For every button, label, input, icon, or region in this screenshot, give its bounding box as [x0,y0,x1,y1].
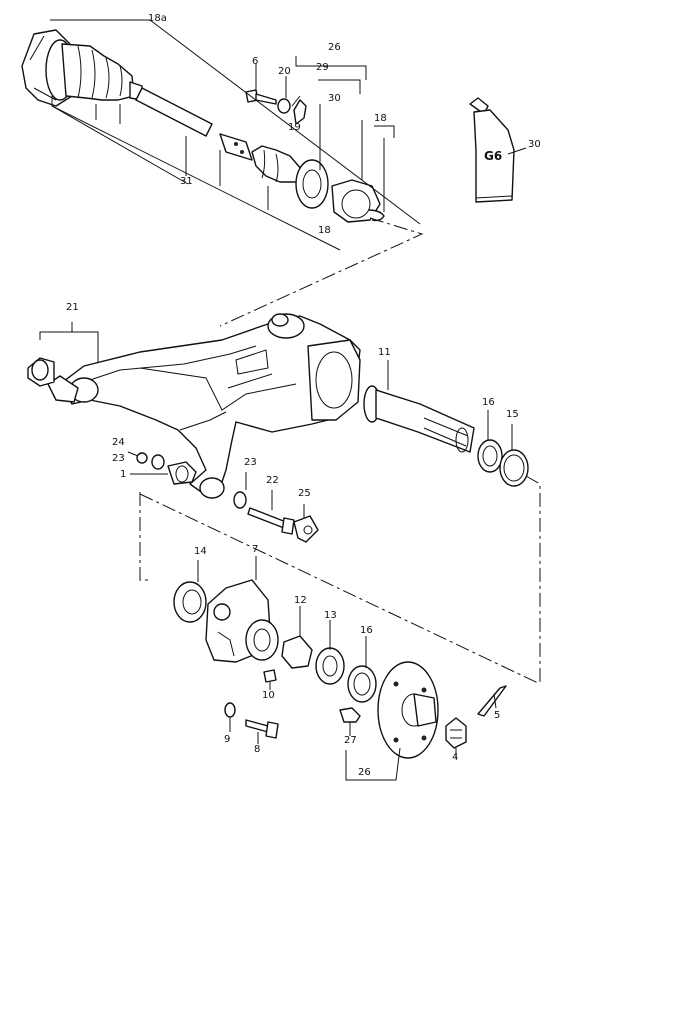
bolt-22 [247,507,295,535]
plate-19 [293,99,307,125]
axle-shaft [135,87,213,137]
callout-16-upper: 16 [482,397,495,408]
callout-30-bracket: 30 [328,93,341,104]
callout-23-left: 23 [112,453,125,464]
housing-7 [205,556,279,663]
grease-tube: G6 [469,97,527,203]
seal-16-lower [347,636,377,703]
drive-shaft-assembly [21,19,421,251]
nut-25 [293,515,319,543]
callout-5: 5 [494,710,500,721]
callout-26-bottom: 26 [358,767,371,778]
bolt-8 [245,719,279,744]
washer-20 [277,98,291,114]
callout-16-lower: 16 [360,625,373,636]
callout-31: 31 [180,176,193,187]
callout-4: 4 [452,752,458,763]
callout-6: 6 [252,56,258,67]
callout-8: 8 [254,744,260,755]
callout-1: 1 [120,469,126,480]
callout-18a: 18a [148,13,167,24]
callout-23-right: 23 [244,457,257,468]
nut-24 [136,452,148,464]
callout-12: 12 [294,595,307,606]
callout-30-tube: 30 [528,139,541,150]
callout-20: 20 [278,66,291,77]
callout-14: 14 [194,546,207,557]
outer-cv-joint [21,29,143,107]
callout-13: 13 [324,610,337,621]
seal-16-upper [477,439,503,473]
callout-29: 29 [316,62,329,73]
bushing-1 [167,461,197,485]
callout-10: 10 [262,690,275,701]
callout-9: 9 [224,734,230,745]
cotter-pin-5 [477,685,507,717]
bolt-6 [245,89,277,105]
trailing-arm [47,313,361,499]
callout-25: 25 [298,488,311,499]
washer-23-left [151,454,165,470]
callout-19: 19 [288,122,301,133]
pin-10 [263,669,277,690]
washer-9 [224,702,236,732]
callout-24: 24 [112,437,125,448]
washer-23-right [233,491,247,509]
callout-18-right: 18 [374,113,387,124]
stub-axle-11 [363,360,475,453]
tube-label: G6 [484,149,502,163]
callout-7: 7 [252,544,258,555]
inner-cv-joint [219,133,385,223]
callout-15: 15 [506,409,519,420]
callout-26-top: 26 [328,42,341,53]
castle-nut-4 [445,717,467,758]
callout-labels: 18a 26 29 6 20 30 19 18 18 31 30 21 11 1… [66,13,541,778]
callout-27: 27 [344,735,357,746]
assembly-dash-line [219,217,424,327]
callout-21: 21 [66,302,79,313]
callout-11: 11 [378,347,391,358]
stud-27 [339,707,361,736]
bearing-13 [315,620,345,685]
bearing-14 [173,560,207,623]
sleeve-12 [281,606,313,669]
callout-18-bottom: 18 [318,225,331,236]
hub-flange [377,661,439,759]
bushing-21 [27,322,99,387]
callout-22: 22 [266,475,279,486]
